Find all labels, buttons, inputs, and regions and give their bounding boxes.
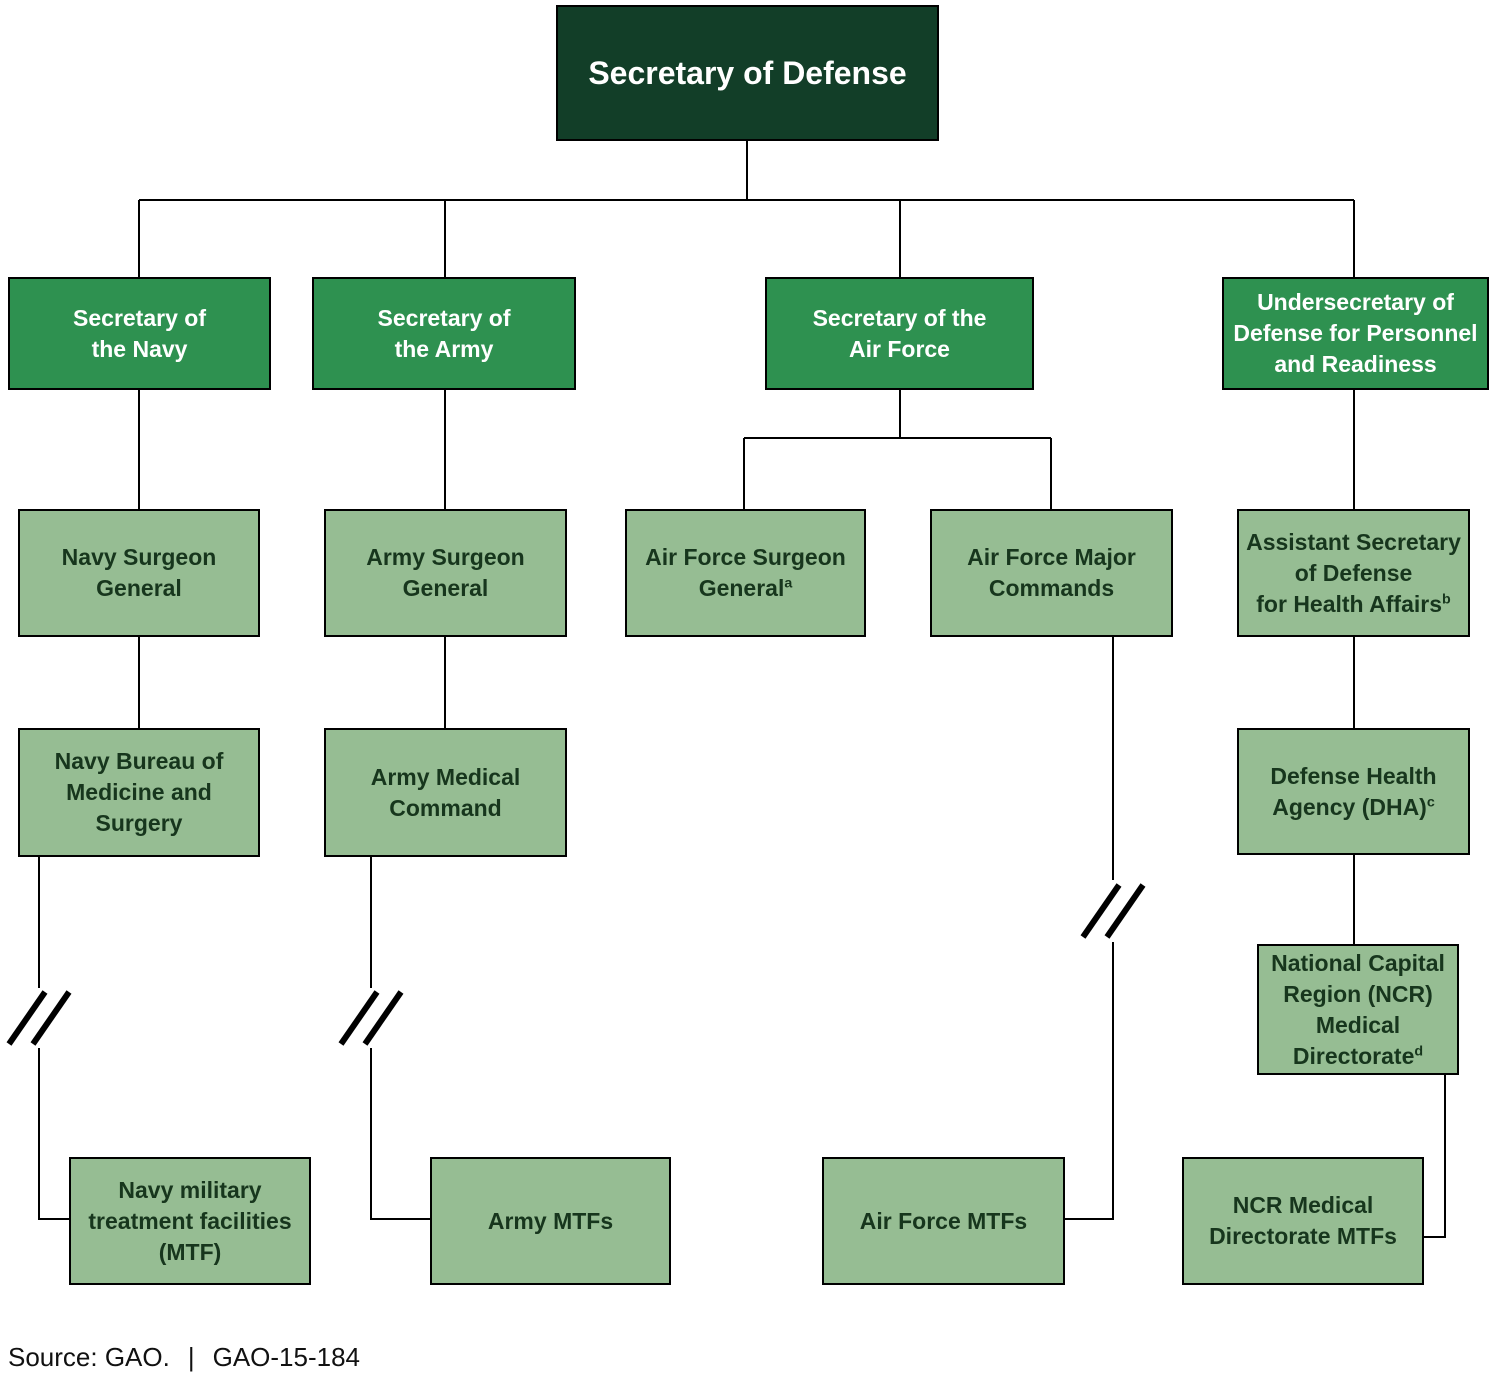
node-ncr-directorate-mtfs: NCR Medical Directorate MTFs: [1182, 1157, 1424, 1285]
break-mark-airforce: [1080, 883, 1122, 939]
node-secretary-of-the-army: Secretary of the Army: [312, 277, 576, 390]
footnote-marker: c: [1426, 793, 1435, 810]
node-label: Undersecretary of: [1257, 289, 1454, 315]
node-label: Agency (DHA)c: [1272, 792, 1435, 823]
label-text: Agency (DHA): [1272, 793, 1427, 820]
node-label: Assistant Secretary: [1246, 528, 1461, 555]
source-text: Source: GAO.: [8, 1342, 170, 1372]
footnote-marker: a: [784, 575, 793, 592]
node-label: Secretary of: [73, 304, 206, 331]
node-label: Army Medical: [370, 763, 521, 790]
node-secretary-of-defense: Secretary of Defense: [556, 5, 939, 141]
node-label: and Readiness: [1274, 351, 1437, 377]
node-army-medical-command: Army Medical Command: [324, 728, 567, 857]
node-label: Command: [389, 794, 502, 821]
node-army-surgeon-general: Army Surgeon General: [324, 509, 567, 637]
break-marks: [6, 883, 1146, 1046]
node-label: Directorated: [1293, 1041, 1423, 1072]
node-label: Defense Health: [1270, 762, 1437, 789]
node-label: Navy Surgeon: [61, 544, 217, 570]
node-label: Medicine and: [66, 779, 212, 805]
edge-bumed-mtf-lower: [38, 1048, 69, 1220]
node-label: Air Force Surgeon: [645, 544, 846, 570]
node-label: General: [402, 575, 489, 601]
node-navy-bureau-medicine-surgery: Navy Bureau of Medicine and Surgery: [18, 728, 260, 857]
source-divider: |: [187, 1342, 195, 1372]
break-mark-airforce: [1104, 883, 1146, 939]
break-mark-army: [338, 990, 380, 1046]
node-label: the Navy: [91, 335, 188, 362]
node-navy-surgeon-general: Navy Surgeon General: [18, 509, 260, 637]
node-label: Army MTFs: [487, 1207, 614, 1234]
node-assistant-secretary-health-affairs: Assistant Secretary of Defense for Healt…: [1237, 509, 1470, 637]
node-defense-health-agency: Defense Health Agency (DHA)c: [1237, 728, 1470, 855]
node-label: Generala: [699, 573, 793, 604]
node-label: the Army: [394, 335, 494, 362]
node-label: of Defense: [1294, 559, 1413, 586]
node-label: Air Force MTFs: [859, 1207, 1028, 1234]
node-label: Surgery: [95, 810, 183, 836]
node-label: treatment facilities: [88, 1207, 292, 1234]
node-army-mtfs: Army MTFs: [430, 1157, 671, 1285]
edge-medcom-mtf-lower: [370, 1048, 430, 1220]
node-secretary-of-the-air-force: Secretary of the Air Force: [765, 277, 1034, 390]
label-text: General: [698, 575, 785, 601]
node-air-force-surgeon-general: Air Force Surgeon Generala: [625, 509, 866, 637]
node-label: Air Force Major: [967, 544, 1136, 570]
node-label: National Capital: [1271, 949, 1445, 976]
edge-ncrdir-to-mtfs: [1424, 1075, 1446, 1238]
report-number: GAO-15-184: [212, 1342, 361, 1372]
node-label: Medical: [1315, 1011, 1401, 1038]
node-label: (MTF): [158, 1238, 222, 1265]
node-label: NCR Medical: [1232, 1192, 1374, 1218]
node-label: Air Force: [849, 335, 950, 362]
node-label: for Health Affairsb: [1256, 589, 1450, 620]
node-label: Region (NCR): [1283, 980, 1433, 1007]
break-mark-army: [362, 990, 404, 1046]
node-air-force-major-commands: Air Force Major Commands: [930, 509, 1173, 637]
node-label: Defense for Personnel: [1233, 320, 1478, 346]
edges: [38, 141, 1446, 1238]
node-secretary-of-the-navy: Secretary of the Navy: [8, 277, 271, 390]
node-label: Directorate MTFs: [1209, 1223, 1397, 1249]
node-navy-mtf: Navy military treatment facilities (MTF): [69, 1157, 311, 1285]
footnote-marker: d: [1414, 1042, 1424, 1059]
break-mark-navy: [6, 990, 48, 1046]
node-air-force-mtfs: Air Force MTFs: [822, 1157, 1065, 1285]
node-label: Navy Bureau of: [54, 748, 224, 774]
node-label: Secretary of: [377, 304, 511, 331]
node-undersecretary-personnel-readiness: Undersecretary of Defense for Personnel …: [1222, 277, 1489, 390]
node-label: Secretary of the: [812, 304, 987, 331]
label-text: for Health Affairs: [1256, 590, 1442, 617]
node-label: Army Surgeon: [366, 544, 525, 570]
edge-afmc-mtf-lower: [1065, 942, 1114, 1220]
node-label: Navy military: [118, 1176, 262, 1203]
node-label: Commands: [988, 575, 1115, 601]
node-ncr-medical-directorate: National Capital Region (NCR) Medical Di…: [1257, 944, 1459, 1075]
node-label: Secretary of Defense: [588, 55, 907, 91]
node-label: General: [96, 575, 182, 601]
source-line: Source: GAO. | GAO-15-184: [8, 1342, 360, 1373]
label-text: Directorate: [1292, 1042, 1415, 1069]
footnote-marker: b: [1442, 590, 1451, 607]
break-mark-navy: [30, 990, 72, 1046]
